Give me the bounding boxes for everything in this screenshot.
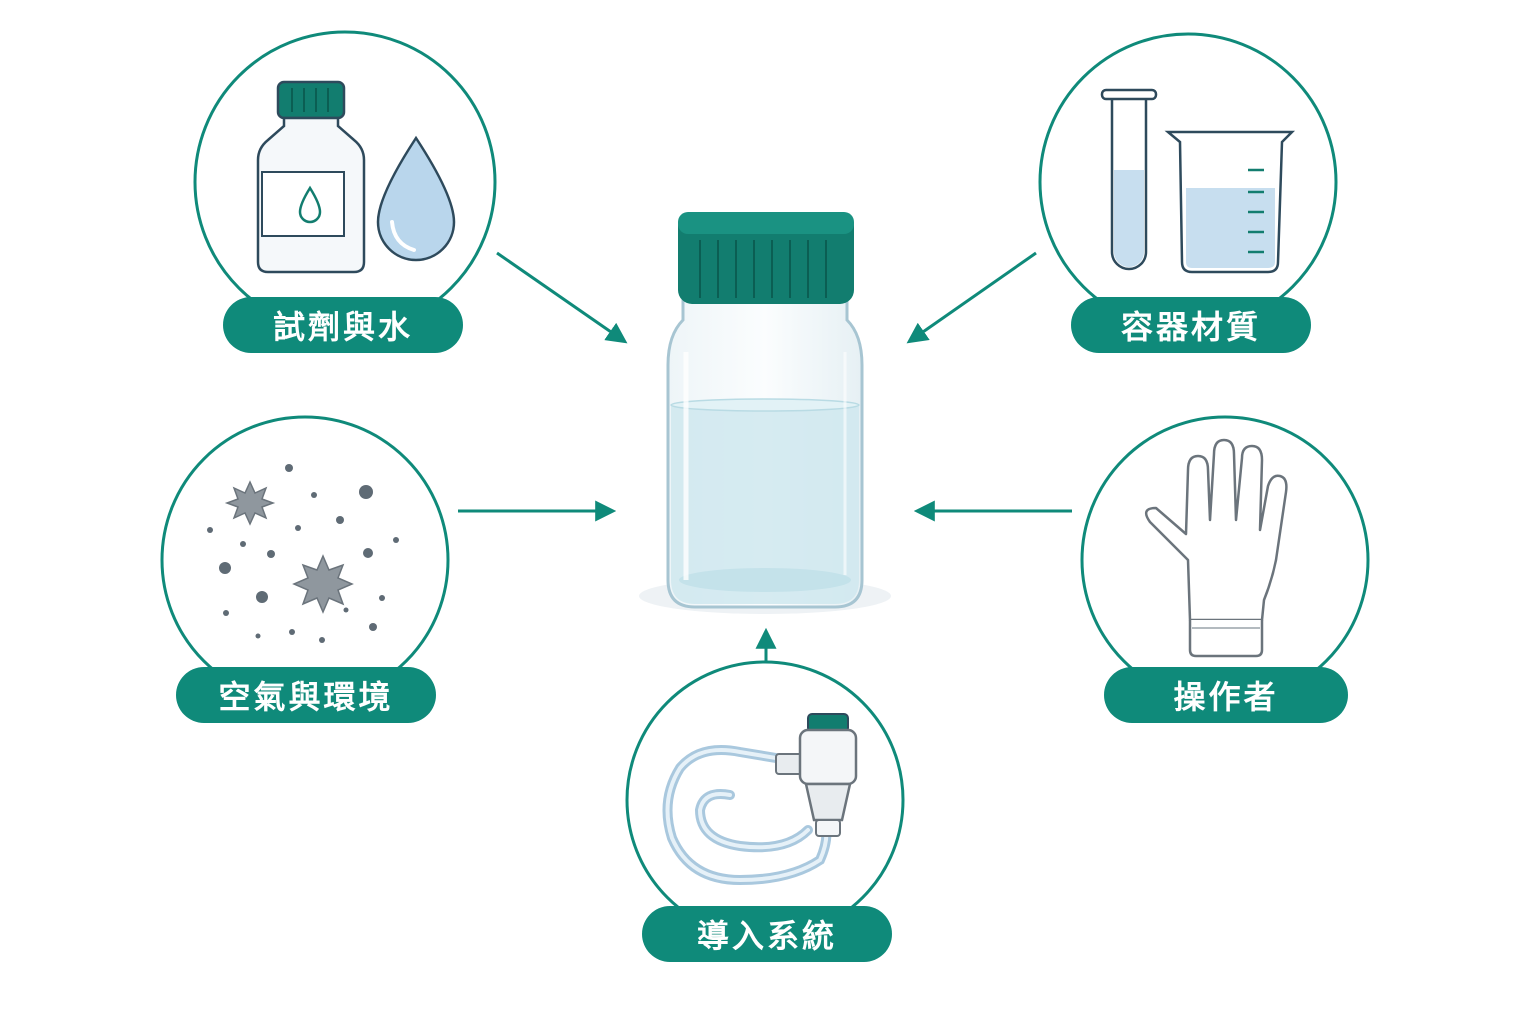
- glass-bottle-icon: [639, 212, 891, 614]
- reagent-bottle-water-drop-icon: [256, 80, 456, 274]
- arrow-reagents-to-bottle: [496, 251, 628, 344]
- label-intro: 導入系統: [642, 906, 892, 962]
- airborne-particles-icon: [207, 464, 399, 643]
- label-air: 空氣與環境: [176, 667, 436, 723]
- glove-icon: [1144, 438, 1288, 658]
- flow-arrows: [458, 251, 1072, 668]
- test-tube-beaker-icon: [1100, 88, 1296, 274]
- arrow-container-to-bottle: [906, 251, 1037, 344]
- sample-introduction-tube-icon: [662, 713, 858, 886]
- circle-air: [160, 415, 450, 705]
- label-reagents: 試劑與水: [223, 297, 463, 353]
- label-operator: 操作者: [1104, 667, 1348, 723]
- label-container: 容器材質: [1071, 297, 1311, 353]
